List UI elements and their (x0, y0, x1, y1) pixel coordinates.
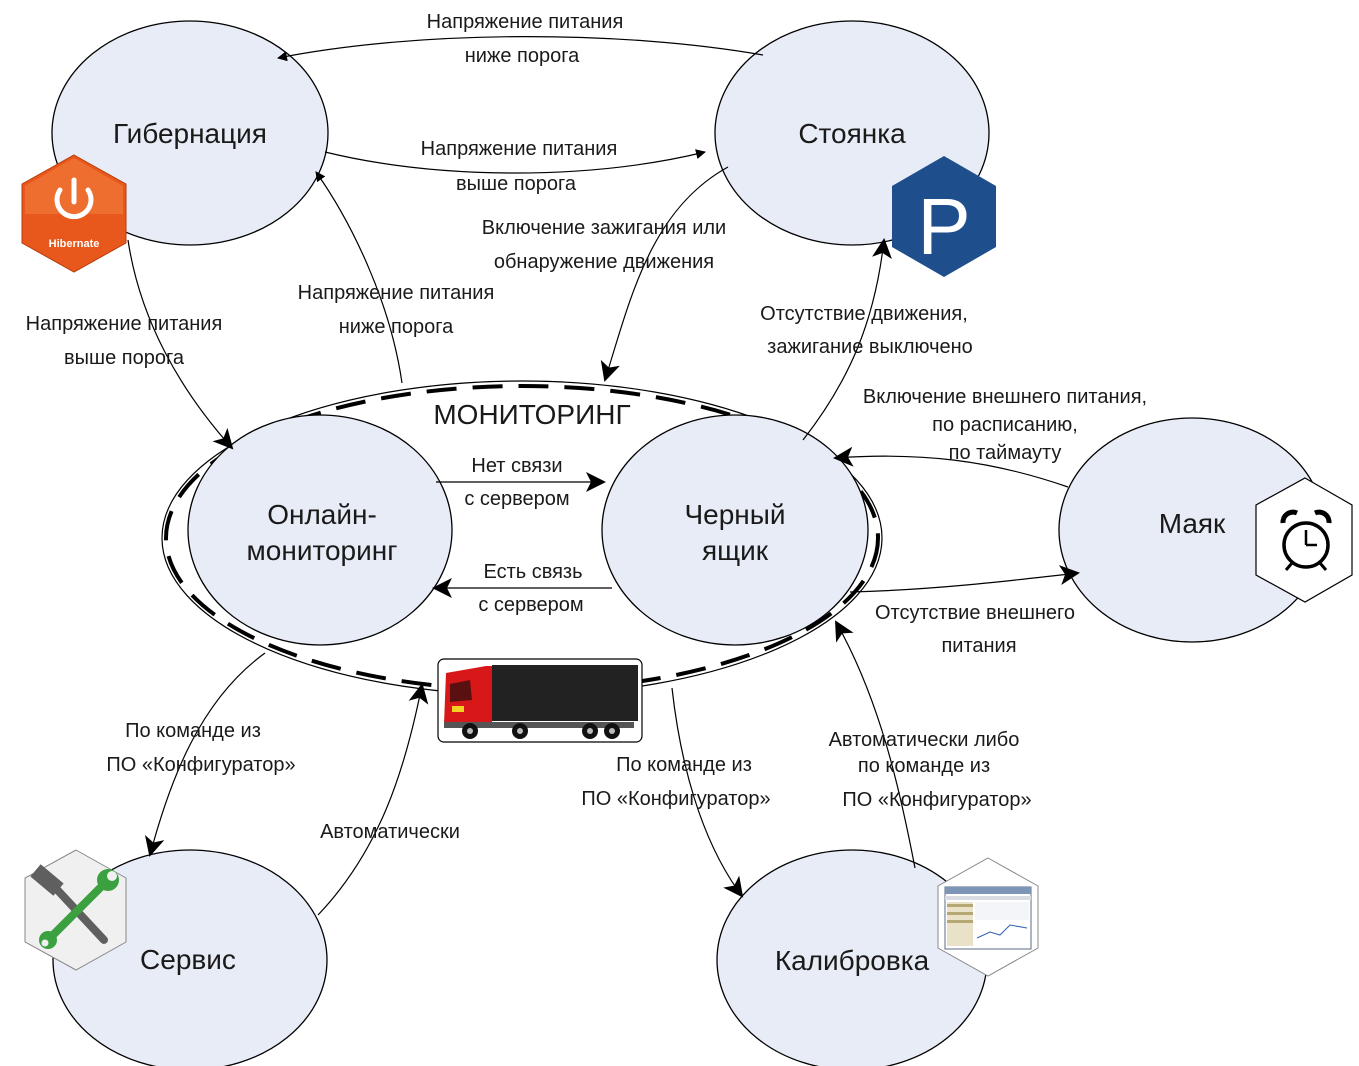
label-parking-to-monitoring: Включение зажигания или обнаружение движ… (482, 217, 726, 273)
state-label: Калибровка (775, 945, 930, 976)
state-label: Гибернация (113, 118, 267, 149)
edge-label: По команде из (125, 720, 261, 742)
label-monitoring-to-parking: Отсутствие движения, зажигание выключено (760, 303, 973, 358)
edge-label: выше порога (456, 173, 577, 195)
edge-label: Напряжение питания (298, 282, 495, 304)
edge-monitoring-to-parking (802, 238, 892, 441)
label-hibernation-to-monitoring: Напряжение питания выше порога (26, 313, 223, 369)
edge-label: с сервером (464, 488, 569, 510)
edge-label: по расписанию, (932, 414, 1078, 436)
service-icon (24, 849, 127, 971)
state-label: ящик (702, 535, 769, 566)
label-calibration-to-monitoring: Автоматически либо по команде из ПО «Кон… (829, 729, 1032, 811)
state-online-monitoring: Онлайн- мониторинг (187, 414, 453, 646)
state-calibration: Калибровка (716, 849, 988, 1066)
edge-label: питания (941, 635, 1016, 657)
edge-hibernation-to-monitoring (127, 239, 234, 450)
edge-label: зажигание выключено (767, 336, 973, 358)
edge-label: Автоматически либо (829, 729, 1020, 751)
monitoring-title: МОНИТОРИНГ (433, 399, 630, 430)
label-blackbox-to-online: Есть связь с сервером (478, 561, 583, 616)
edge-label: Есть связь (483, 561, 582, 583)
hibernate-icon: Hibernate (21, 154, 127, 273)
hibernate-icon-label: Hibernate (49, 238, 100, 250)
alarm-clock-icon (1255, 477, 1353, 603)
edge-label: Автоматически (320, 821, 460, 843)
edge-label: выше порога (64, 347, 185, 369)
parking-letter: P (917, 182, 970, 271)
edge-label: Напряжение питания (421, 138, 618, 160)
edge-parking-to-hibernation (277, 36, 764, 62)
edge-label: с сервером (478, 594, 583, 616)
edge-beacon-to-monitoring (833, 446, 1069, 488)
edge-label: Отсутствие движения, (760, 303, 968, 325)
edge-service-to-monitoring (317, 683, 429, 916)
label-hibernation-to-parking: Напряжение питания выше порога (421, 138, 618, 195)
edge-label: ПО «Конфигуратор» (842, 789, 1031, 811)
edge-monitoring-to-service (144, 652, 266, 857)
edge-label: по таймауту (949, 442, 1062, 464)
label-monitoring-to-beacon: Отсутствие внешнего питания (875, 602, 1075, 657)
edge-monitoring-to-calibration (671, 687, 744, 898)
edge-parking-to-monitoring (600, 166, 729, 382)
parking-icon: P (892, 156, 996, 277)
state-beacon: Маяк (1058, 417, 1326, 643)
label-beacon-to-monitoring: Включение внешнего питания, по расписани… (863, 386, 1147, 464)
edge-label: обнаружение движения (494, 251, 714, 273)
edge-monitoring-to-beacon (849, 565, 1080, 593)
edge-label: ниже порога (465, 45, 580, 67)
edge-label: по команде из (858, 755, 990, 777)
edge-calibration-to-monitoring (835, 620, 916, 869)
state-label: Стоянка (798, 118, 906, 149)
edge-label: Напряжение питания (427, 11, 624, 33)
label-online-to-blackbox: Нет связи с сервером (464, 455, 569, 510)
state-label: Онлайн- (267, 499, 377, 530)
label-monitoring-to-service: По команде из ПО «Конфигуратор» (106, 720, 295, 776)
label-monitoring-to-calibration: По команде из ПО «Конфигуратор» (581, 754, 770, 810)
state-label: мониторинг (247, 535, 398, 566)
label-monitoring-to-hibernation: Напряжение питания ниже порога (298, 282, 495, 338)
state-black-box: Черный ящик (601, 414, 869, 646)
calibration-icon (937, 857, 1039, 977)
edge-label: Отсутствие внешнего (875, 602, 1075, 624)
edge-label: ПО «Конфигуратор» (581, 788, 770, 810)
label-service-to-monitoring: Автоматически (320, 821, 460, 843)
state-label: Черный (684, 499, 785, 530)
edge-label: Напряжение питания (26, 313, 223, 335)
label-parking-to-hibernation: Напряжение питания ниже порога (427, 11, 624, 67)
edge-monitoring-to-hibernation (315, 171, 403, 384)
state-label: Маяк (1159, 508, 1226, 539)
edge-label: Включение внешнего питания, (863, 386, 1147, 408)
edge-label: По команде из (616, 754, 752, 776)
state-label: Сервис (140, 944, 236, 975)
truck-icon (437, 658, 643, 743)
edge-hibernation-to-parking (324, 149, 706, 174)
transition-labels: Напряжение питания ниже порога Напряжени… (26, 11, 1147, 843)
transition-arrows (127, 36, 1080, 916)
edge-label: Нет связи (471, 455, 562, 477)
edge-label: Включение зажигания или (482, 217, 726, 239)
edge-label: ниже порога (339, 316, 454, 338)
edge-label: ПО «Конфигуратор» (106, 754, 295, 776)
